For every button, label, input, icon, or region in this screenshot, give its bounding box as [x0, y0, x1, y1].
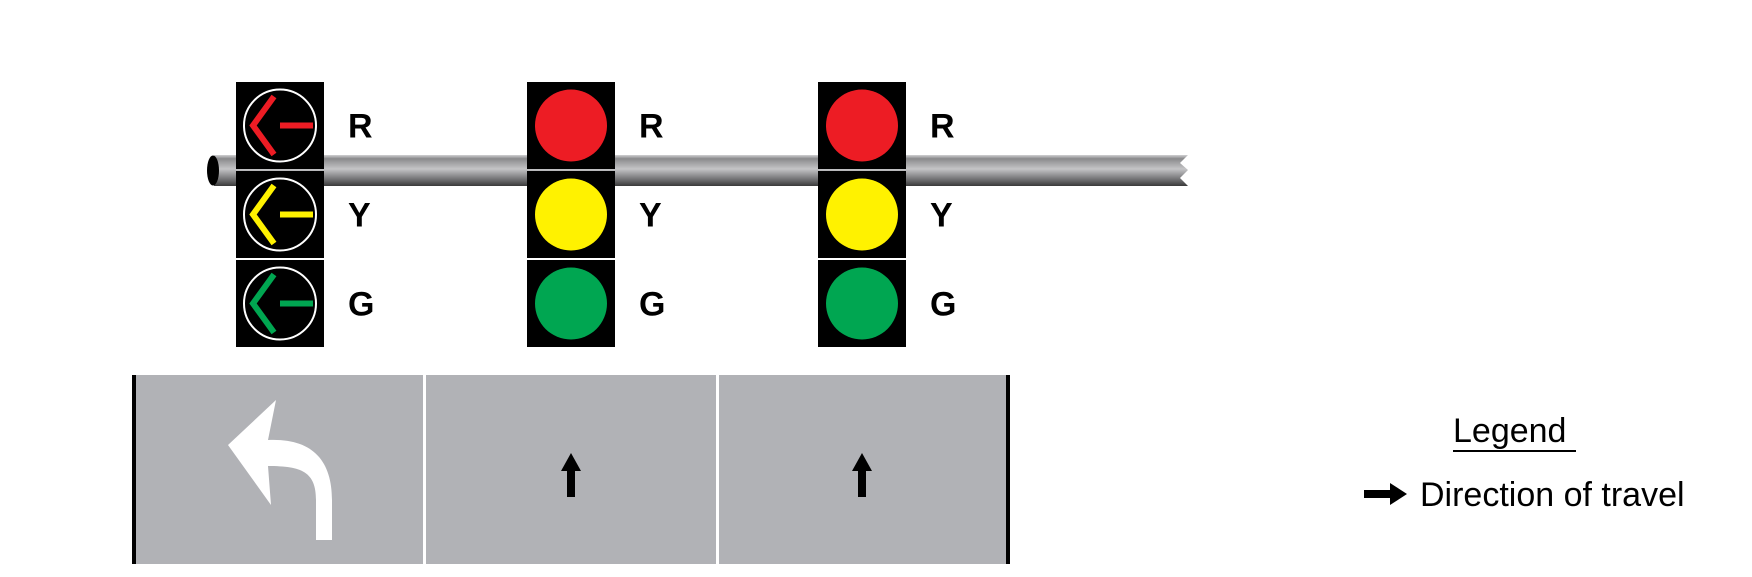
arrow-right-icon [1364, 483, 1407, 505]
signal-section [236, 82, 324, 169]
signal-label: G [930, 286, 956, 324]
lane-line-1 [423, 375, 426, 564]
mast-arm-pipe [214, 155, 1188, 186]
lane-line-2 [716, 375, 719, 564]
signal-head-left-turn [236, 82, 324, 347]
signal-lens [535, 267, 607, 340]
signal-heads [236, 82, 906, 347]
legend-title: Legend [1453, 412, 1566, 450]
signal-label: Y [639, 197, 662, 235]
signal-label: R [930, 108, 955, 146]
left-arrow-icon [249, 272, 313, 335]
roadway [132, 375, 1010, 564]
road-edge-right [1006, 375, 1010, 564]
signal-lens [826, 267, 898, 340]
left-arrow-icon [249, 94, 313, 157]
legend-title-underline [1453, 450, 1576, 452]
signal-lens-ring [243, 177, 317, 252]
signal-labels: R Y G R Y G R Y G [348, 108, 956, 324]
signal-section [818, 260, 906, 347]
signal-label: G [348, 286, 374, 324]
signal-section [236, 260, 324, 347]
left-arrow-icon [249, 183, 313, 246]
signal-label: R [348, 108, 373, 146]
mast-arm [207, 155, 1188, 186]
signal-section [818, 82, 906, 169]
left-turn-arrow-icon [228, 400, 332, 540]
signal-lens [535, 89, 607, 162]
through-arrow-icon [561, 453, 581, 497]
signal-section [527, 82, 615, 169]
signal-lens-ring [243, 266, 317, 341]
signal-label: R [639, 108, 664, 146]
signal-section [236, 171, 324, 258]
signal-section [527, 171, 615, 258]
mast-arm-end-cap [207, 155, 219, 186]
signal-lens [535, 178, 607, 251]
road-edge-left [132, 375, 136, 564]
signal-label: Y [930, 197, 953, 235]
signal-lens [826, 178, 898, 251]
through-arrow-icon [852, 453, 872, 497]
signal-lens [826, 89, 898, 162]
signal-label: Y [348, 197, 371, 235]
legend: Legend Direction of travel [1364, 412, 1685, 514]
signal-label: G [639, 286, 665, 324]
legend-item-label: Direction of travel [1420, 476, 1685, 514]
signal-head-through-1 [527, 82, 615, 347]
signal-lens-ring [243, 88, 317, 163]
signal-section [527, 260, 615, 347]
signal-head-through-2 [818, 82, 906, 347]
signal-section [818, 171, 906, 258]
